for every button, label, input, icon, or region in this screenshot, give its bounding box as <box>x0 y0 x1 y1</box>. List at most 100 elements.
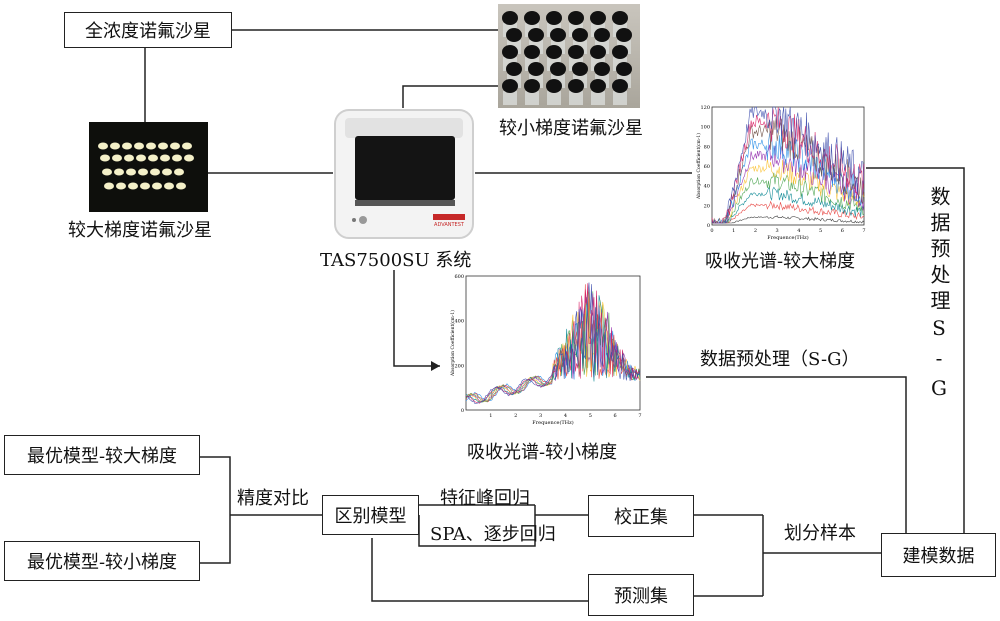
vial-cap <box>616 62 632 76</box>
vial-cap <box>546 45 562 59</box>
x-tick-label: 4 <box>797 228 800 234</box>
tablet <box>152 182 162 190</box>
large-gradient-tablets-photo <box>89 122 208 212</box>
vial-cap <box>612 79 628 93</box>
x-tick-label: 4 <box>564 413 567 419</box>
x-tick-label: 7 <box>862 228 865 234</box>
x-tick-label: 6 <box>841 228 844 234</box>
x-tick-label: 1 <box>732 228 735 234</box>
x-tick-label: 5 <box>589 413 592 419</box>
y-tick-label: 600 <box>454 274 464 280</box>
vial-cap <box>524 79 540 93</box>
series-line <box>711 106 865 224</box>
tablet <box>176 182 186 190</box>
tablet <box>158 142 168 150</box>
x-tick-label: 5 <box>819 228 822 234</box>
y-tick-label: 40 <box>704 184 710 190</box>
y-tick-label: 400 <box>454 319 464 325</box>
full-concentration-box: 全浓度诺氟沙星 <box>64 12 232 48</box>
vial-cap <box>550 28 566 42</box>
build-data-label: 建模数据 <box>902 546 975 567</box>
calibration-set-box: 校正集 <box>588 495 694 537</box>
vial-cap <box>506 28 522 42</box>
tablets-graphic <box>98 142 194 190</box>
y-axis-label: Absorption Coefficient(cm-1) <box>449 310 456 377</box>
x-tick-label: 0 <box>710 228 713 234</box>
preprocess-horizontal-label: 数据预处理（S-G） <box>700 349 860 370</box>
prediction-set-label: 预测集 <box>614 586 668 607</box>
vial-cap <box>594 28 610 42</box>
vial-cap <box>502 11 518 25</box>
series-line <box>712 158 865 224</box>
tablet <box>138 168 148 176</box>
vial-cap <box>590 45 606 59</box>
vial-cap <box>612 45 628 59</box>
tablet <box>126 168 136 176</box>
feature-peak-label: 特征峰回归 <box>440 488 530 509</box>
split-samples-label: 划分样本 <box>784 523 856 544</box>
vial-cap <box>550 62 566 76</box>
y-tick-label: 100 <box>700 125 710 131</box>
tablet <box>148 154 158 162</box>
tablet <box>110 142 120 150</box>
tas-instrument-photo: ADVANTEST <box>333 108 475 240</box>
vial-cap <box>524 11 540 25</box>
tablet <box>146 142 156 150</box>
best-model-large-box: 最优模型-较大梯度 <box>4 435 200 475</box>
y-tick-label: 60 <box>704 164 710 170</box>
tablet <box>114 168 124 176</box>
vial-cap <box>528 28 544 42</box>
vial-cap <box>502 45 518 59</box>
tablet <box>136 154 146 162</box>
tablet <box>112 154 122 162</box>
tablet <box>160 154 170 162</box>
prediction-set-box: 预测集 <box>588 574 694 616</box>
discriminate-model-label: 区别模型 <box>334 506 407 527</box>
best-model-large-label: 最优模型-较大梯度 <box>26 446 178 467</box>
vial-cap <box>546 11 562 25</box>
tablet <box>170 142 180 150</box>
instrument-brand: ADVANTEST <box>434 222 465 228</box>
full-concentration-label: 全浓度诺氟沙星 <box>85 21 211 42</box>
tablet <box>174 168 184 176</box>
x-tick-label: 3 <box>776 228 779 234</box>
x-tick-label: 2 <box>514 413 517 419</box>
preprocess-vertical-text: 数据预处理S-G <box>927 186 951 406</box>
vial-cap <box>590 79 606 93</box>
tablet <box>128 182 138 190</box>
y-tick-label: 0 <box>707 223 710 229</box>
best-model-small-label: 最优模型-较小梯度 <box>26 552 178 573</box>
spectrum-large-label: 吸收光谱-较大梯度 <box>705 251 856 272</box>
tablet <box>124 154 134 162</box>
best-model-small-box: 最优模型-较小梯度 <box>4 541 200 581</box>
series-line <box>712 215 865 224</box>
tablet <box>150 168 160 176</box>
vials-graphic <box>502 11 632 105</box>
x-tick-label: 1 <box>489 413 492 419</box>
vial-cap <box>594 62 610 76</box>
series-line <box>465 282 641 404</box>
tablet <box>116 182 126 190</box>
x-tick-label: 3 <box>539 413 542 419</box>
vial-cap <box>524 45 540 59</box>
vial-cap <box>568 11 584 25</box>
vial-cap <box>506 62 522 76</box>
tablet <box>184 154 194 162</box>
instrument-graphic: ADVANTEST <box>334 109 474 239</box>
x-axis-label: Frequence(THz) <box>767 234 808 241</box>
y-axis-label: Absorption Coefficient(cm-1) <box>695 133 702 200</box>
large-gradient-label: 较大梯度诺氟沙星 <box>68 220 212 241</box>
tablet <box>98 142 108 150</box>
tablet <box>100 154 110 162</box>
precision-compare-label: 精度对比 <box>237 488 309 509</box>
x-tick-label: 7 <box>638 413 641 419</box>
y-tick-label: 20 <box>704 203 710 209</box>
tablet <box>122 142 132 150</box>
small-gradient-label: 较小梯度诺氟沙星 <box>499 118 643 139</box>
series-line <box>712 117 865 224</box>
tablet <box>172 154 182 162</box>
x-axis-label: Frequence(THz) <box>532 419 573 426</box>
